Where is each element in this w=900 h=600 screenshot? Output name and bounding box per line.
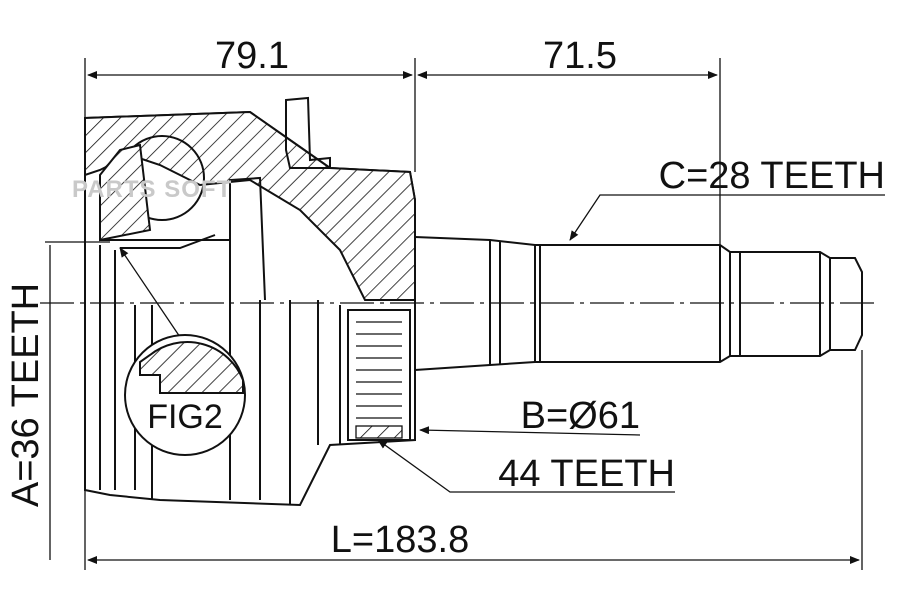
label-fig2: FIG2	[147, 398, 223, 436]
fig2-detail	[124, 334, 246, 456]
leader-c	[569, 194, 885, 241]
label-44-teeth: 44 TEETH	[498, 453, 675, 495]
output-shaft	[414, 236, 863, 371]
label-c-teeth: C=28 TEETH	[659, 155, 885, 197]
leader-b	[419, 426, 641, 436]
watermark: PARTS SOFT	[72, 176, 232, 203]
outer-housing	[84, 96, 416, 507]
abs-tone-ring	[347, 309, 411, 441]
leader-44	[377, 439, 675, 493]
label-b-diameter: B=Ø61	[521, 395, 640, 437]
leader-fig2	[119, 247, 183, 341]
label-a-teeth: A=36 TEETH	[5, 283, 47, 507]
dim-label-71: 71.5	[543, 35, 617, 77]
dim-label-overall: L=183.8	[331, 519, 469, 561]
dim-label-79: 79.1	[215, 35, 289, 77]
